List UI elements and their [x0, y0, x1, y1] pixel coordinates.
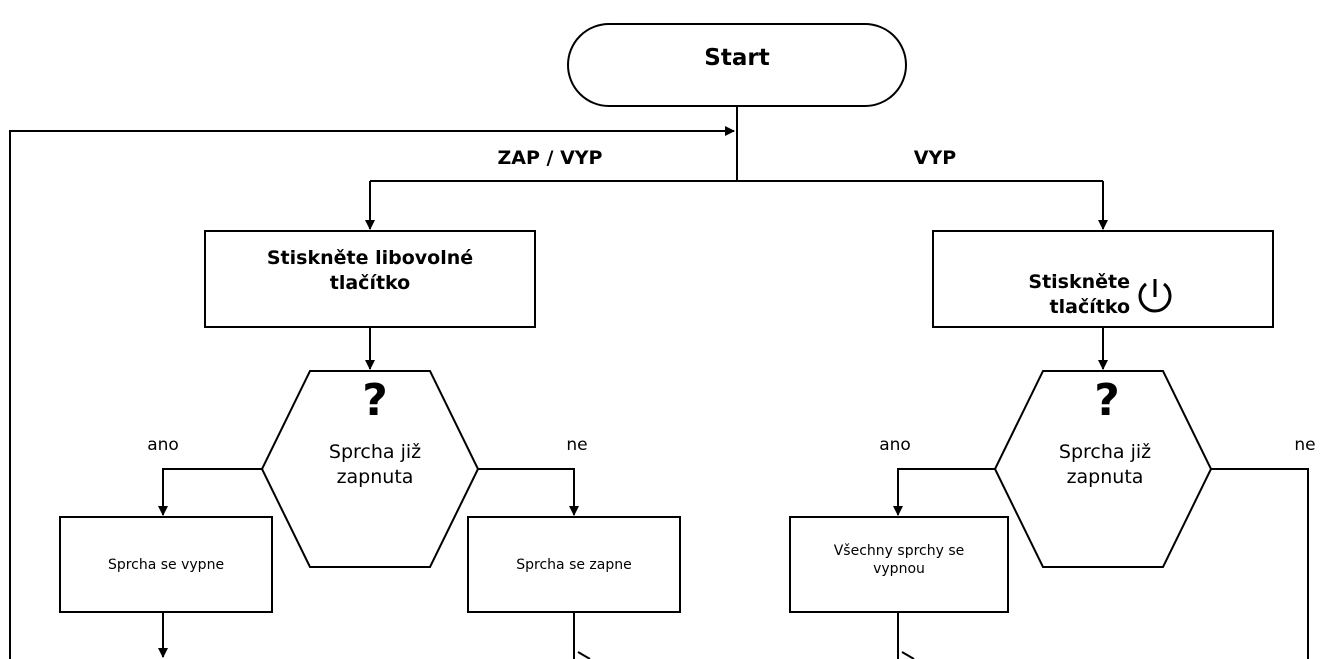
left-no-result-text: Sprcha se zapne: [516, 557, 632, 573]
left-question-mark: ?: [362, 375, 388, 426]
right-yes-connector: [893, 468, 995, 516]
left-no-connector: [478, 468, 579, 516]
left-yes-result-box: [59, 516, 273, 613]
right-decision-line2: zapnuta: [1066, 465, 1144, 488]
left-yes-label: ano: [147, 435, 179, 455]
right-yes-result-line2: vypnou: [873, 561, 925, 578]
left-action-line2: tlačítko: [329, 271, 411, 294]
merge-arrow-right: [901, 651, 915, 659]
start-label: Start: [704, 45, 770, 71]
left-decision-text: Sprcha již zapnuta: [300, 440, 450, 489]
right-no-connector: [1211, 468, 1309, 659]
left-no-label: ne: [566, 435, 588, 455]
right-yes-result-text: Všechny sprchy se vypnou: [790, 542, 1008, 578]
left-action-line1: Stiskněte libovolné: [266, 247, 474, 269]
branch-label-vyp: VYP: [913, 147, 957, 169]
right-yes-result-line1: Všechny sprchy se: [833, 543, 965, 559]
left-yes-result-text: Sprcha se vypne: [107, 557, 225, 573]
right-action-text: Stiskněte tlačítko: [1028, 271, 1130, 318]
left-action-text: Stiskněte libovolné tlačítko: [205, 246, 535, 295]
right-decision-line1: Sprcha již: [1058, 441, 1152, 463]
merge-arrow-left: [577, 651, 591, 659]
right-yes-label: ano: [879, 435, 911, 455]
branch-label-zap-vyp: ZAP / VYP: [497, 147, 603, 169]
left-decision-line2: zapnuta: [336, 465, 414, 488]
right-question-mark: ?: [1094, 375, 1120, 426]
left-decision-line1: Sprcha již: [328, 441, 422, 463]
right-no-label: ne: [1294, 435, 1316, 455]
left-yes-connector: [158, 468, 262, 516]
loop-back-line: [9, 126, 735, 659]
power-icon: [1138, 279, 1172, 313]
right-decision-text: Sprcha již zapnuta: [1030, 440, 1180, 489]
